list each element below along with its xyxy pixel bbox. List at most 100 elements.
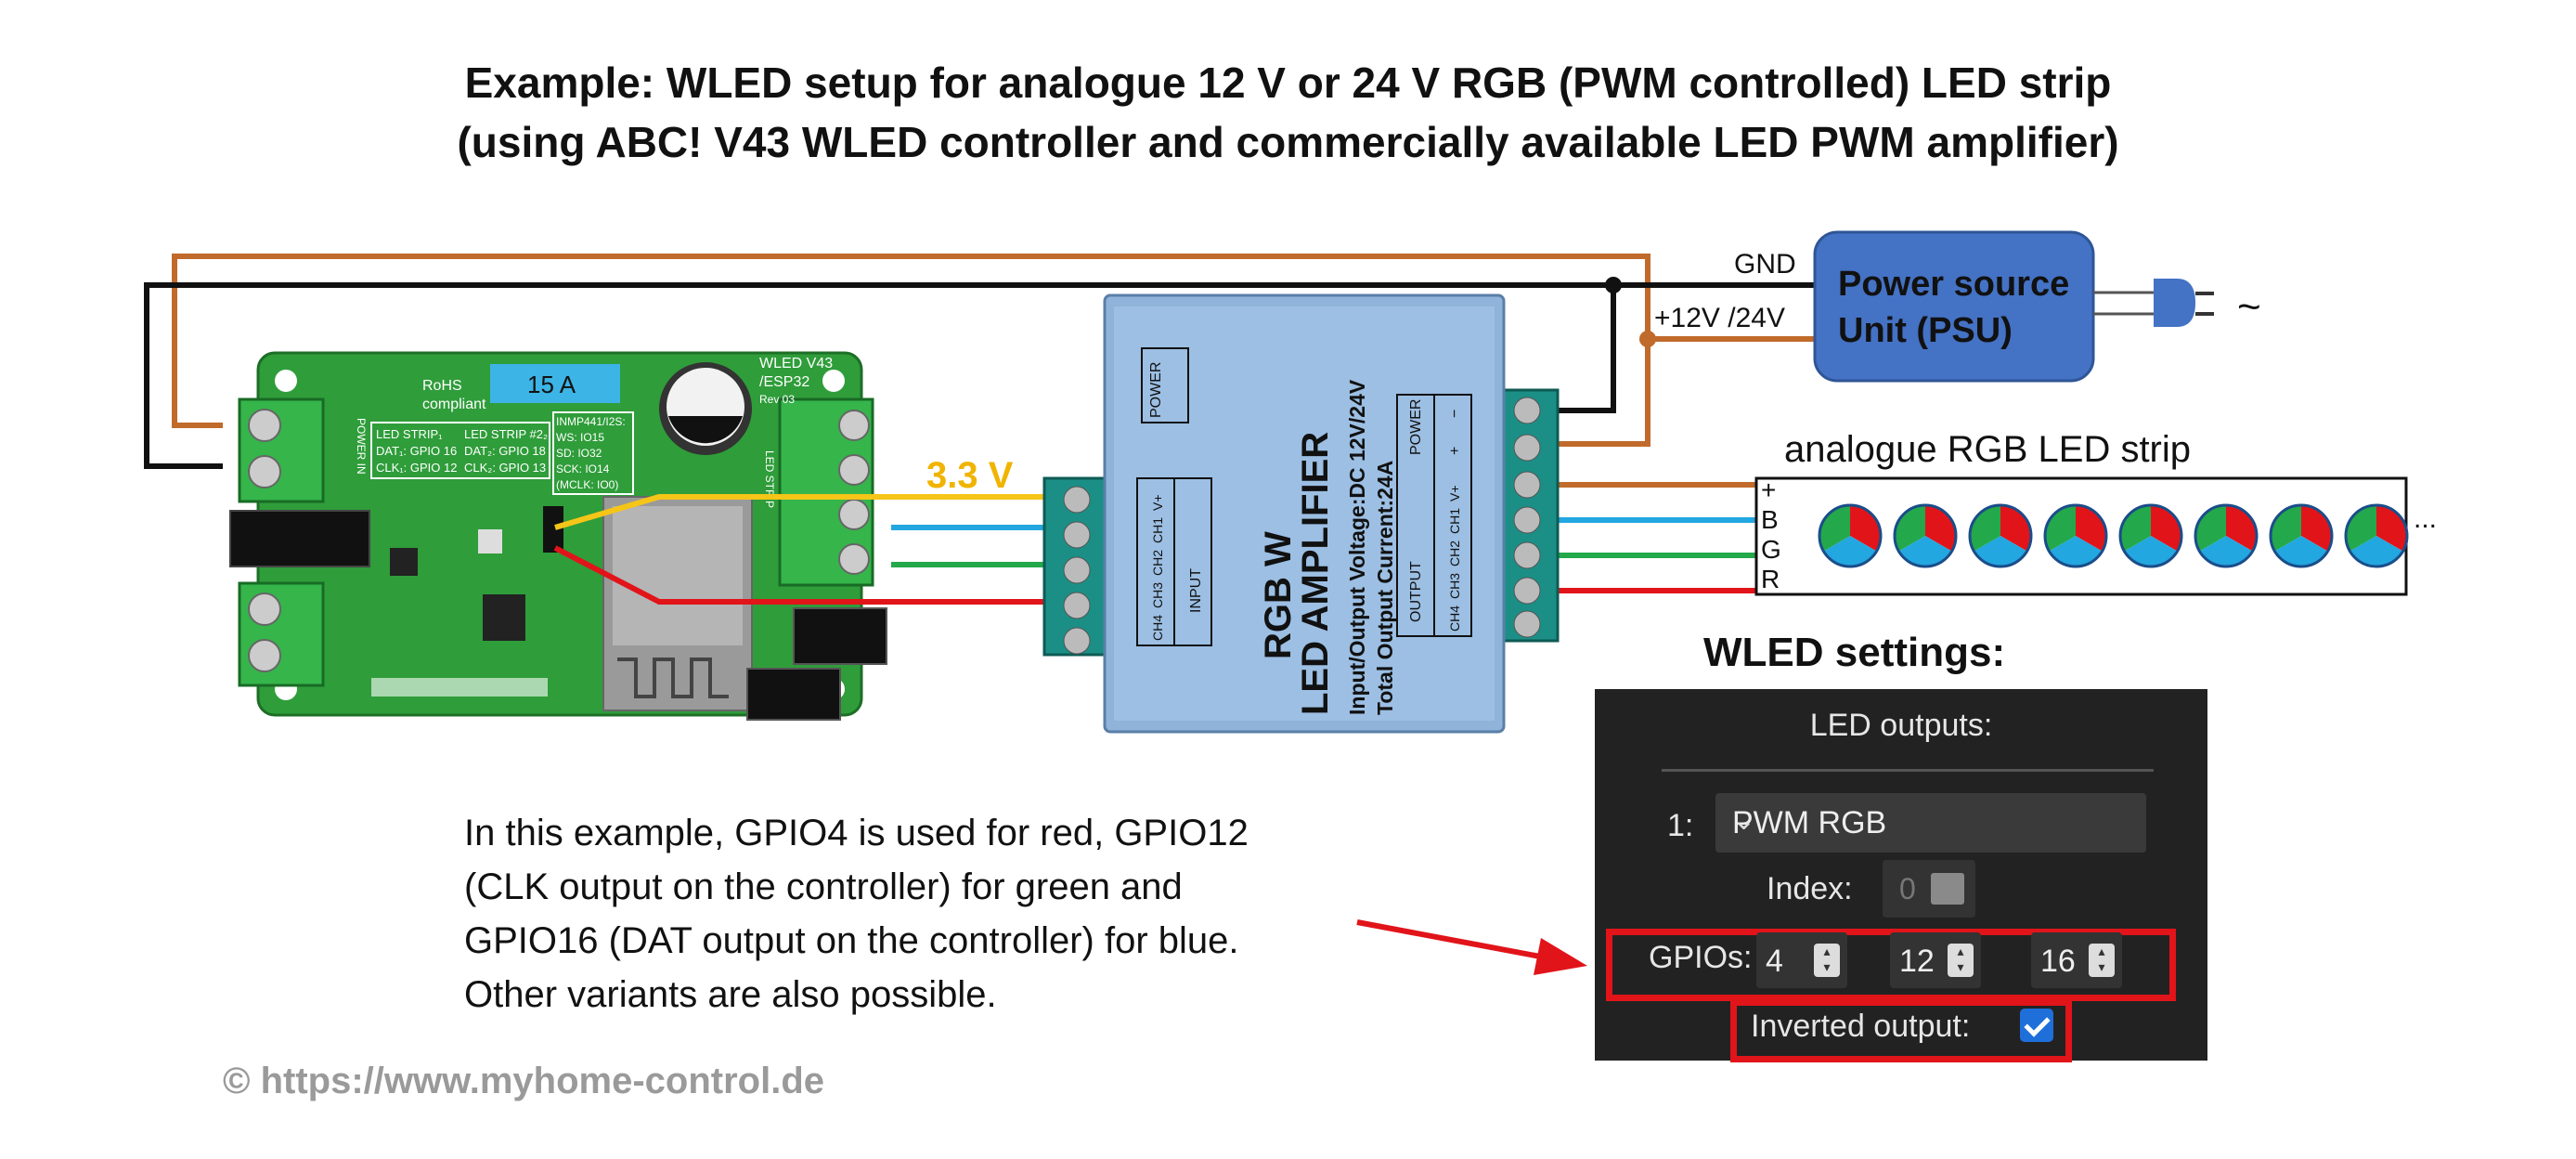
gpio-value: 12	[1899, 944, 1935, 979]
note-line-2: (CLK output on the controller) for green…	[464, 866, 1183, 907]
strip2-header: LED STRIP #2₂	[464, 427, 548, 441]
amp-brand-1: RGB W	[1258, 531, 1299, 659]
strip-pin-label: R	[1761, 565, 1780, 593]
gnd-label: GND	[1734, 249, 1796, 280]
wire-red	[553, 545, 1049, 605]
amp-in-pin: CH3	[1150, 582, 1165, 608]
model-line-2: /ESP32	[759, 374, 809, 390]
strip2-dat: DAT₂: GPIO 18	[464, 444, 546, 458]
gpios-highlight	[1606, 929, 2176, 1001]
voltage-33-label: 3.3 V	[926, 455, 1014, 496]
power-in-label: POWER IN	[355, 418, 368, 475]
mic-sd: SD: IO32	[556, 447, 602, 460]
rohs-text: RoHS	[422, 378, 462, 394]
inverted-highlight	[1730, 999, 2072, 1062]
junction-positive	[1639, 331, 1656, 347]
rgb-led	[1893, 503, 1958, 568]
strip1-clk: CLK₁: GPIO 12	[376, 461, 457, 475]
led-amplifier: RGB W LED AMPLIFIER Input/Output Voltage…	[1042, 293, 1560, 734]
vplus-label: +12V /24V	[1654, 303, 1785, 333]
amp-in-pin: CH1	[1150, 517, 1165, 543]
psu-label-2: Unit (PSU)	[1838, 311, 2013, 350]
index-stepper[interactable]	[1931, 873, 1964, 905]
amp-out-pin: CH1	[1447, 508, 1462, 534]
amp-out-pin: V+	[1447, 485, 1462, 501]
note-line-1: In this example, GPIO4 is used for red, …	[464, 813, 1249, 853]
title-line-1: Example: WLED setup for analogue 12 V or…	[464, 59, 2112, 107]
mic-sck: SCK: IO14	[556, 462, 610, 475]
gpio-value: 16	[2040, 944, 2076, 979]
divider	[1662, 769, 2154, 772]
wire-positive	[172, 254, 1650, 447]
strip-pin-label: B	[1761, 505, 1779, 534]
amp-out-pin: CH2	[1447, 540, 1462, 566]
amp-output-label: OUTPUT	[1408, 561, 1424, 622]
spinner-icon[interactable]: ▴▾	[1948, 944, 1974, 977]
rgb-led	[2043, 503, 2108, 568]
rgb-led	[1968, 503, 2033, 568]
wire-ground-amp	[1541, 285, 1616, 413]
mic-mclk: (MCLK: IO0)	[556, 478, 618, 491]
power-plug-icon	[2154, 279, 2214, 327]
wire-33v	[554, 494, 1049, 530]
spinner-icon[interactable]: ▴▾	[2089, 944, 2115, 977]
led-strip-side-label: LED STRIP	[763, 450, 776, 508]
note-line-4: Other variants are also possible.	[464, 974, 997, 1015]
inverted-output-label: Inverted output:	[1751, 1009, 1971, 1044]
led-outputs-header: LED outputs:	[1809, 708, 1993, 743]
example-note: In this example, GPIO4 is used for red, …	[464, 806, 1374, 1022]
amp-out-pin: CH4	[1447, 606, 1462, 632]
gpio-input-green[interactable]: 12 ▴▾	[1890, 932, 1981, 988]
amp-spec-2: Total Output Current:24A	[1373, 461, 1397, 715]
index-input[interactable]: 0	[1883, 860, 1975, 918]
control-wires	[553, 494, 1049, 605]
rgb-led	[1818, 503, 1883, 568]
title-line-2: (using ABC! V43 WLED controller and comm…	[457, 118, 2119, 166]
index-label: Index:	[1767, 871, 1853, 906]
output-number: 1:	[1667, 808, 1694, 843]
psu: Power source Unit (PSU) ~	[1813, 230, 2261, 383]
gpios-label: GPIOs:	[1649, 940, 1753, 975]
strip1-dat: DAT₁: GPIO 16	[376, 444, 457, 458]
amp-pwr-pin: +	[1447, 447, 1463, 455]
gpio-input-red[interactable]: 4 ▴▾	[1756, 932, 1847, 988]
rev-label: Rev 03	[759, 393, 795, 406]
note-line-3: GPIO16 (DAT output on the controller) fo…	[464, 920, 1239, 961]
amp-in-pin: CH4	[1150, 615, 1165, 641]
amp-power-label-input: POWER	[1148, 362, 1164, 418]
fuse	[490, 364, 620, 403]
psu-box	[1813, 230, 2095, 383]
copyright: © https://www.myhome-control.de	[223, 1061, 825, 1101]
chevron-down-icon: ⌄	[1732, 805, 1756, 836]
gpio-input-blue[interactable]: 16 ▴▾	[2031, 932, 2122, 988]
amp-in-pin: CH2	[1150, 550, 1165, 576]
inverted-output-checkbox[interactable]	[2020, 1009, 2053, 1042]
rgb-led	[2269, 503, 2334, 568]
output-type-value: PWM RGB	[1732, 805, 1887, 840]
strip2-clk: CLK₂: GPIO 13	[464, 461, 546, 475]
mic-header: INMP441/I2S:	[556, 415, 626, 428]
amp-out-pin: CH3	[1447, 573, 1462, 599]
index-value: 0	[1899, 872, 1916, 905]
led-strip: analogue RGB LED strip + B G R ...	[1754, 429, 2437, 596]
amp-input-label: INPUT	[1188, 568, 1204, 613]
strip-ellipsis: ...	[2414, 503, 2437, 534]
rgb-led	[2118, 503, 2183, 568]
amp-in-pin: V+	[1150, 494, 1165, 511]
power-wires	[144, 254, 1819, 593]
junction-ground	[1605, 277, 1622, 293]
wled-settings-panel: LED outputs: 1: PWM RGB ⌄ Index: 0 GPIOs…	[1595, 689, 2207, 1062]
ac-symbol: ~	[2237, 284, 2261, 330]
output-type-select[interactable]: PWM RGB ⌄	[1715, 793, 2146, 853]
rgb-led	[2344, 503, 2409, 568]
wled-settings-title: WLED settings:	[1703, 630, 2006, 675]
amp-spec-1: Input/Output Voltage:DC 12V/24V	[1345, 379, 1369, 715]
mic-ws: WS: IO15	[556, 431, 604, 444]
psu-label-1: Power source	[1838, 265, 2069, 304]
spinner-icon[interactable]: ▴▾	[1814, 944, 1840, 977]
amp-power-label-output: POWER	[1408, 399, 1424, 455]
fuse-label: 15 A	[527, 371, 576, 398]
